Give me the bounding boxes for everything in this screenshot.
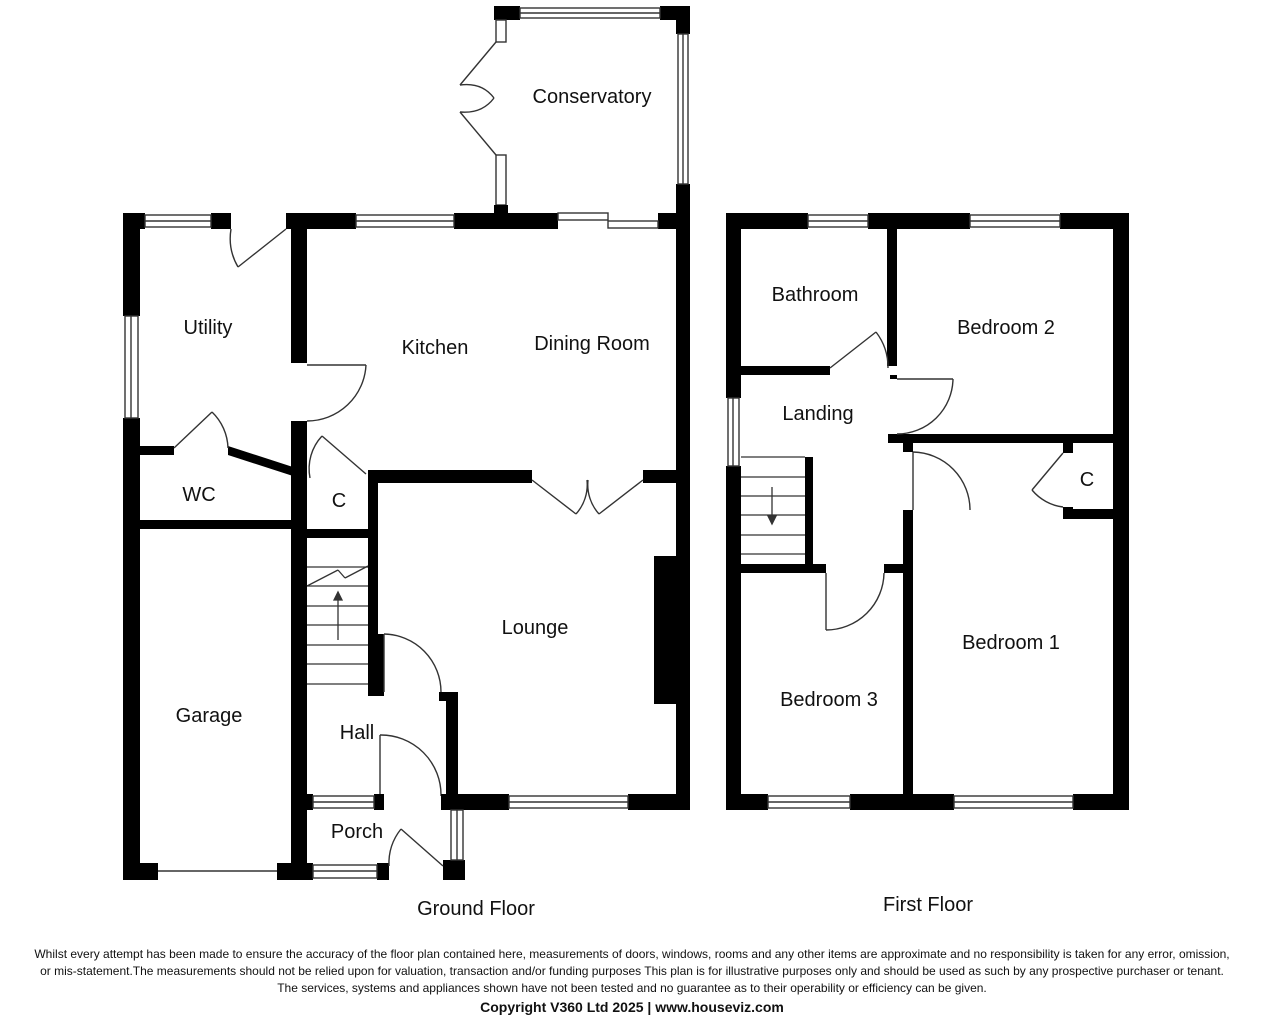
utility-back-door (229, 228, 287, 268)
floor-label-ground: Ground Floor (417, 898, 535, 920)
room-label-conservatory: Conservatory (533, 86, 652, 108)
utility-kitchen-door (306, 364, 367, 422)
room-label-wc: WC (182, 484, 215, 506)
room-label-dining-room: Dining Room (534, 333, 650, 355)
room-label-bedroom-2: Bedroom 2 (957, 317, 1055, 339)
room-label-bathroom: Bathroom (772, 284, 859, 306)
room-label-lounge: Lounge (502, 617, 569, 639)
disclaimer: Whilst every attempt has been made to en… (0, 946, 1264, 1017)
first-floor-plan: Bathroom Bedroom 2 Landing C Bedroom 1 B… (726, 213, 1129, 916)
kitchen-window (355, 214, 455, 228)
kitchen-west-wall (277, 213, 307, 880)
cupboard-door (308, 435, 367, 479)
room-label-hall: Hall (340, 722, 374, 744)
porch-door (388, 828, 444, 867)
utility-windows (124, 214, 212, 419)
room-label-bedroom-3: Bedroom 3 (780, 689, 878, 711)
lounge-walls (368, 213, 690, 810)
garage-front (123, 863, 277, 880)
ground-floor-plan: Conservatory Utility Kitchen Dining Room… (123, 6, 690, 920)
room-label-porch: Porch (331, 821, 383, 843)
disclaimer-line-1: Whilst every attempt has been made to en… (34, 947, 1230, 961)
first-floor-interior-walls (738, 229, 1129, 810)
utility-walls (123, 213, 296, 880)
wc-door (173, 411, 229, 449)
lounge-window (508, 795, 629, 809)
room-label-cupboard-first: C (1080, 469, 1094, 491)
dining-sliding-door (557, 212, 659, 229)
first-floor-doors (825, 331, 1064, 631)
ground-stairs (306, 565, 369, 685)
wc-garage-wall (136, 520, 294, 529)
floor-label-first: First Floor (883, 894, 973, 916)
copyright-notice: Copyright V360 Ltd 2025 | www.houseviz.c… (480, 999, 784, 1015)
room-label-kitchen: Kitchen (402, 337, 469, 359)
hall-inner-wall (376, 634, 384, 696)
room-label-garage: Garage (176, 705, 243, 727)
room-label-landing: Landing (782, 403, 853, 425)
porch-walls (291, 794, 465, 880)
conservatory-french-doors (459, 41, 497, 156)
disclaimer-line-2: or mis-statement.The measurements should… (40, 964, 1224, 978)
room-label-utility: Utility (184, 317, 233, 339)
disclaimer-line-3: The services, systems and appliances sho… (277, 981, 987, 995)
porch-windows (312, 795, 464, 879)
lounge-double-doors (531, 479, 644, 515)
first-floor-stairs (741, 456, 805, 555)
cupboard-walls (307, 470, 378, 696)
room-label-bedroom-1: Bedroom 1 (962, 632, 1060, 654)
first-floor-windows (727, 214, 1074, 809)
front-door (379, 734, 442, 797)
hall-lounge-door (383, 633, 442, 693)
conservatory-windows (495, 7, 689, 206)
conservatory-walls (494, 6, 690, 218)
room-label-cupboard: C (332, 490, 346, 512)
